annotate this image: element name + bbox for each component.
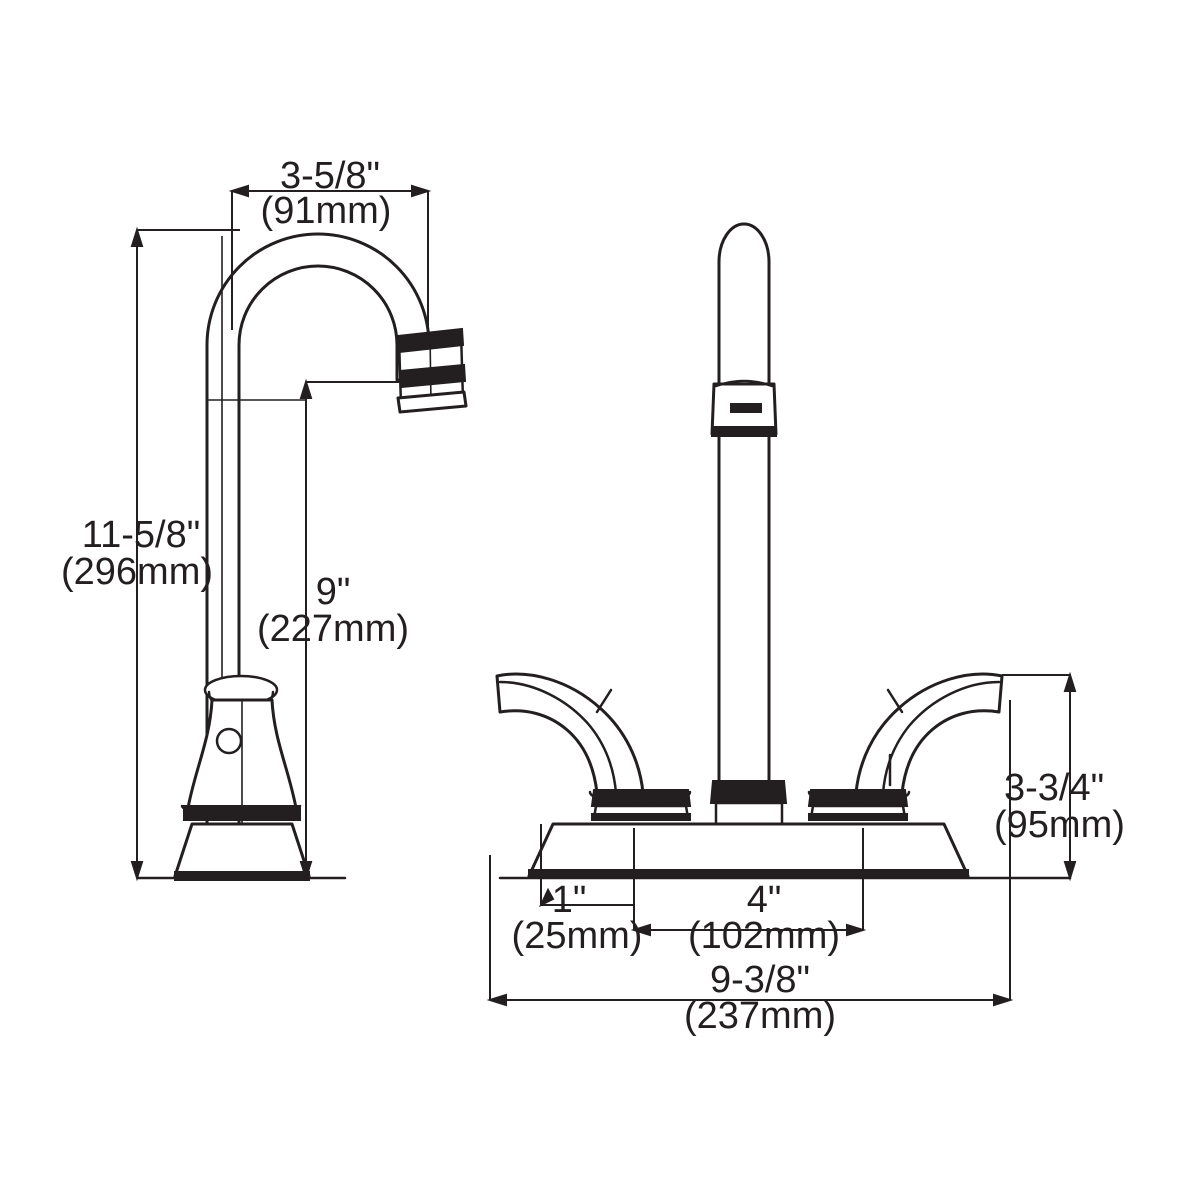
dim-handle-height: 3-3/4" (95mm) [968,671,1125,882]
dim-overall-height-metric: (296mm) [61,551,213,593]
dim-spout-clearance-metric: (227mm) [257,608,409,650]
spout-tube-front [717,222,771,792]
side-view-dimensions: 3-5/8" (91mm) 11-5/8" (296mm) 9" (227mm) [61,155,432,882]
dim-overall-height-imperial: 11-5/8" [82,514,200,556]
dim-overall-width-metric: (237mm) [684,995,836,1037]
dim-center-spread: 4" (102mm) [630,828,867,957]
dim-center-spread-metric: (102mm) [688,915,840,957]
dim-edge-offset-imperial: 1" [552,879,587,921]
aerator-side [396,327,468,414]
deck-plate-front [527,822,970,879]
dim-spout-clearance-imperial: 9" [316,571,351,613]
spout-inner-arc-line [238,265,398,400]
spout-base-body-side [173,674,311,881]
dim-spout-reach-imperial: 3-5/8" [280,155,380,197]
handle-right [807,672,1004,821]
side-view-group [136,232,468,881]
dim-overall-width-imperial: 9-3/8" [710,959,810,1001]
dim-overall-width: 9-3/8" (237mm) [486,700,1014,1037]
handle-button-detail [215,727,243,755]
aerator-front [710,379,778,437]
dim-handle-height-imperial: 3-3/4" [1004,767,1104,809]
dim-spout-reach: 3-5/8" (91mm) [228,155,432,338]
dim-spout-clearance: 9" (227mm) [257,378,409,882]
dim-handle-height-metric: (95mm) [994,804,1125,846]
handle-left [495,672,692,821]
front-view-group [495,222,1072,880]
front-view-dimensions: 3-3/4" (95mm) 1" (25mm) 4" (102mm) [486,671,1125,1037]
spout-base-collar-front [709,780,788,828]
dim-spout-reach-metric: (91mm) [261,190,392,232]
dim-center-spread-imperial: 4" [747,879,782,921]
dim-edge-offset: 1" (25mm) [512,824,643,957]
dim-overall-height: 11-5/8" (296mm) [61,226,240,882]
dim-edge-offset-metric: (25mm) [512,915,643,957]
